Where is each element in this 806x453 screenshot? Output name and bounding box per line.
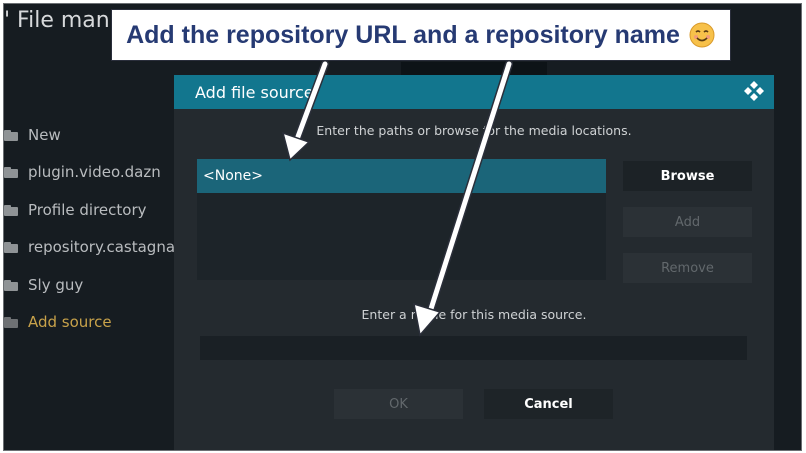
paths-hint: Enter the paths or browse for the media … [316, 123, 632, 138]
callout-text: Add the repository URL and a repository … [126, 20, 680, 49]
folder-icon [4, 279, 20, 291]
sidebar-item-label: New [28, 126, 61, 144]
sidebar-item-repository-castagnait[interactable]: repository.castagnait [4, 234, 185, 260]
source-name-input[interactable] [200, 336, 747, 360]
remove-button[interactable]: Remove [623, 253, 752, 283]
instruction-callout: Add the repository URL and a repository … [111, 9, 731, 61]
sidebar-item-label: Profile directory [28, 201, 147, 219]
folder-icon [4, 204, 20, 216]
sidebar-item-plugin-video-dazn[interactable]: plugin.video.dazn [4, 159, 161, 185]
folder-icon [4, 241, 20, 253]
smiling-face-icon [689, 22, 715, 48]
path-list-item[interactable]: <None> [197, 159, 606, 193]
sidebar-item-add-source[interactable]: Add source [4, 309, 112, 335]
screen-title: ' File mana [4, 8, 124, 33]
add-file-source-dialog: Add file source Enter the paths or brows… [174, 75, 774, 450]
sidebar-item-label: plugin.video.dazn [28, 163, 161, 181]
browse-button[interactable]: Browse [623, 161, 752, 191]
folder-icon [4, 166, 20, 178]
folder-icon [4, 316, 20, 328]
dialog-header: Add file source [174, 75, 774, 109]
sidebar-item-profile-directory[interactable]: Profile directory [4, 197, 147, 223]
sidebar-item-new[interactable]: New [4, 122, 61, 148]
name-hint: Enter a name for this media source. [361, 307, 587, 322]
add-button[interactable]: Add [623, 207, 752, 237]
path-list[interactable]: <None> [197, 159, 606, 280]
kodi-logo-icon [744, 81, 764, 101]
sidebar-item-label: Sly guy [28, 276, 84, 294]
sidebar-item-label: repository.castagnait [28, 238, 186, 256]
sidebar-item-label: Add source [28, 313, 112, 331]
folder-icon [4, 129, 20, 141]
sidebar-item-sly-guy[interactable]: Sly guy [4, 272, 83, 298]
app-window: ' File mana New plugin.video.dazn Profil… [3, 3, 802, 451]
dialog-title: Add file source [195, 83, 314, 102]
ok-button[interactable]: OK [334, 389, 463, 419]
cancel-button[interactable]: Cancel [484, 389, 613, 419]
